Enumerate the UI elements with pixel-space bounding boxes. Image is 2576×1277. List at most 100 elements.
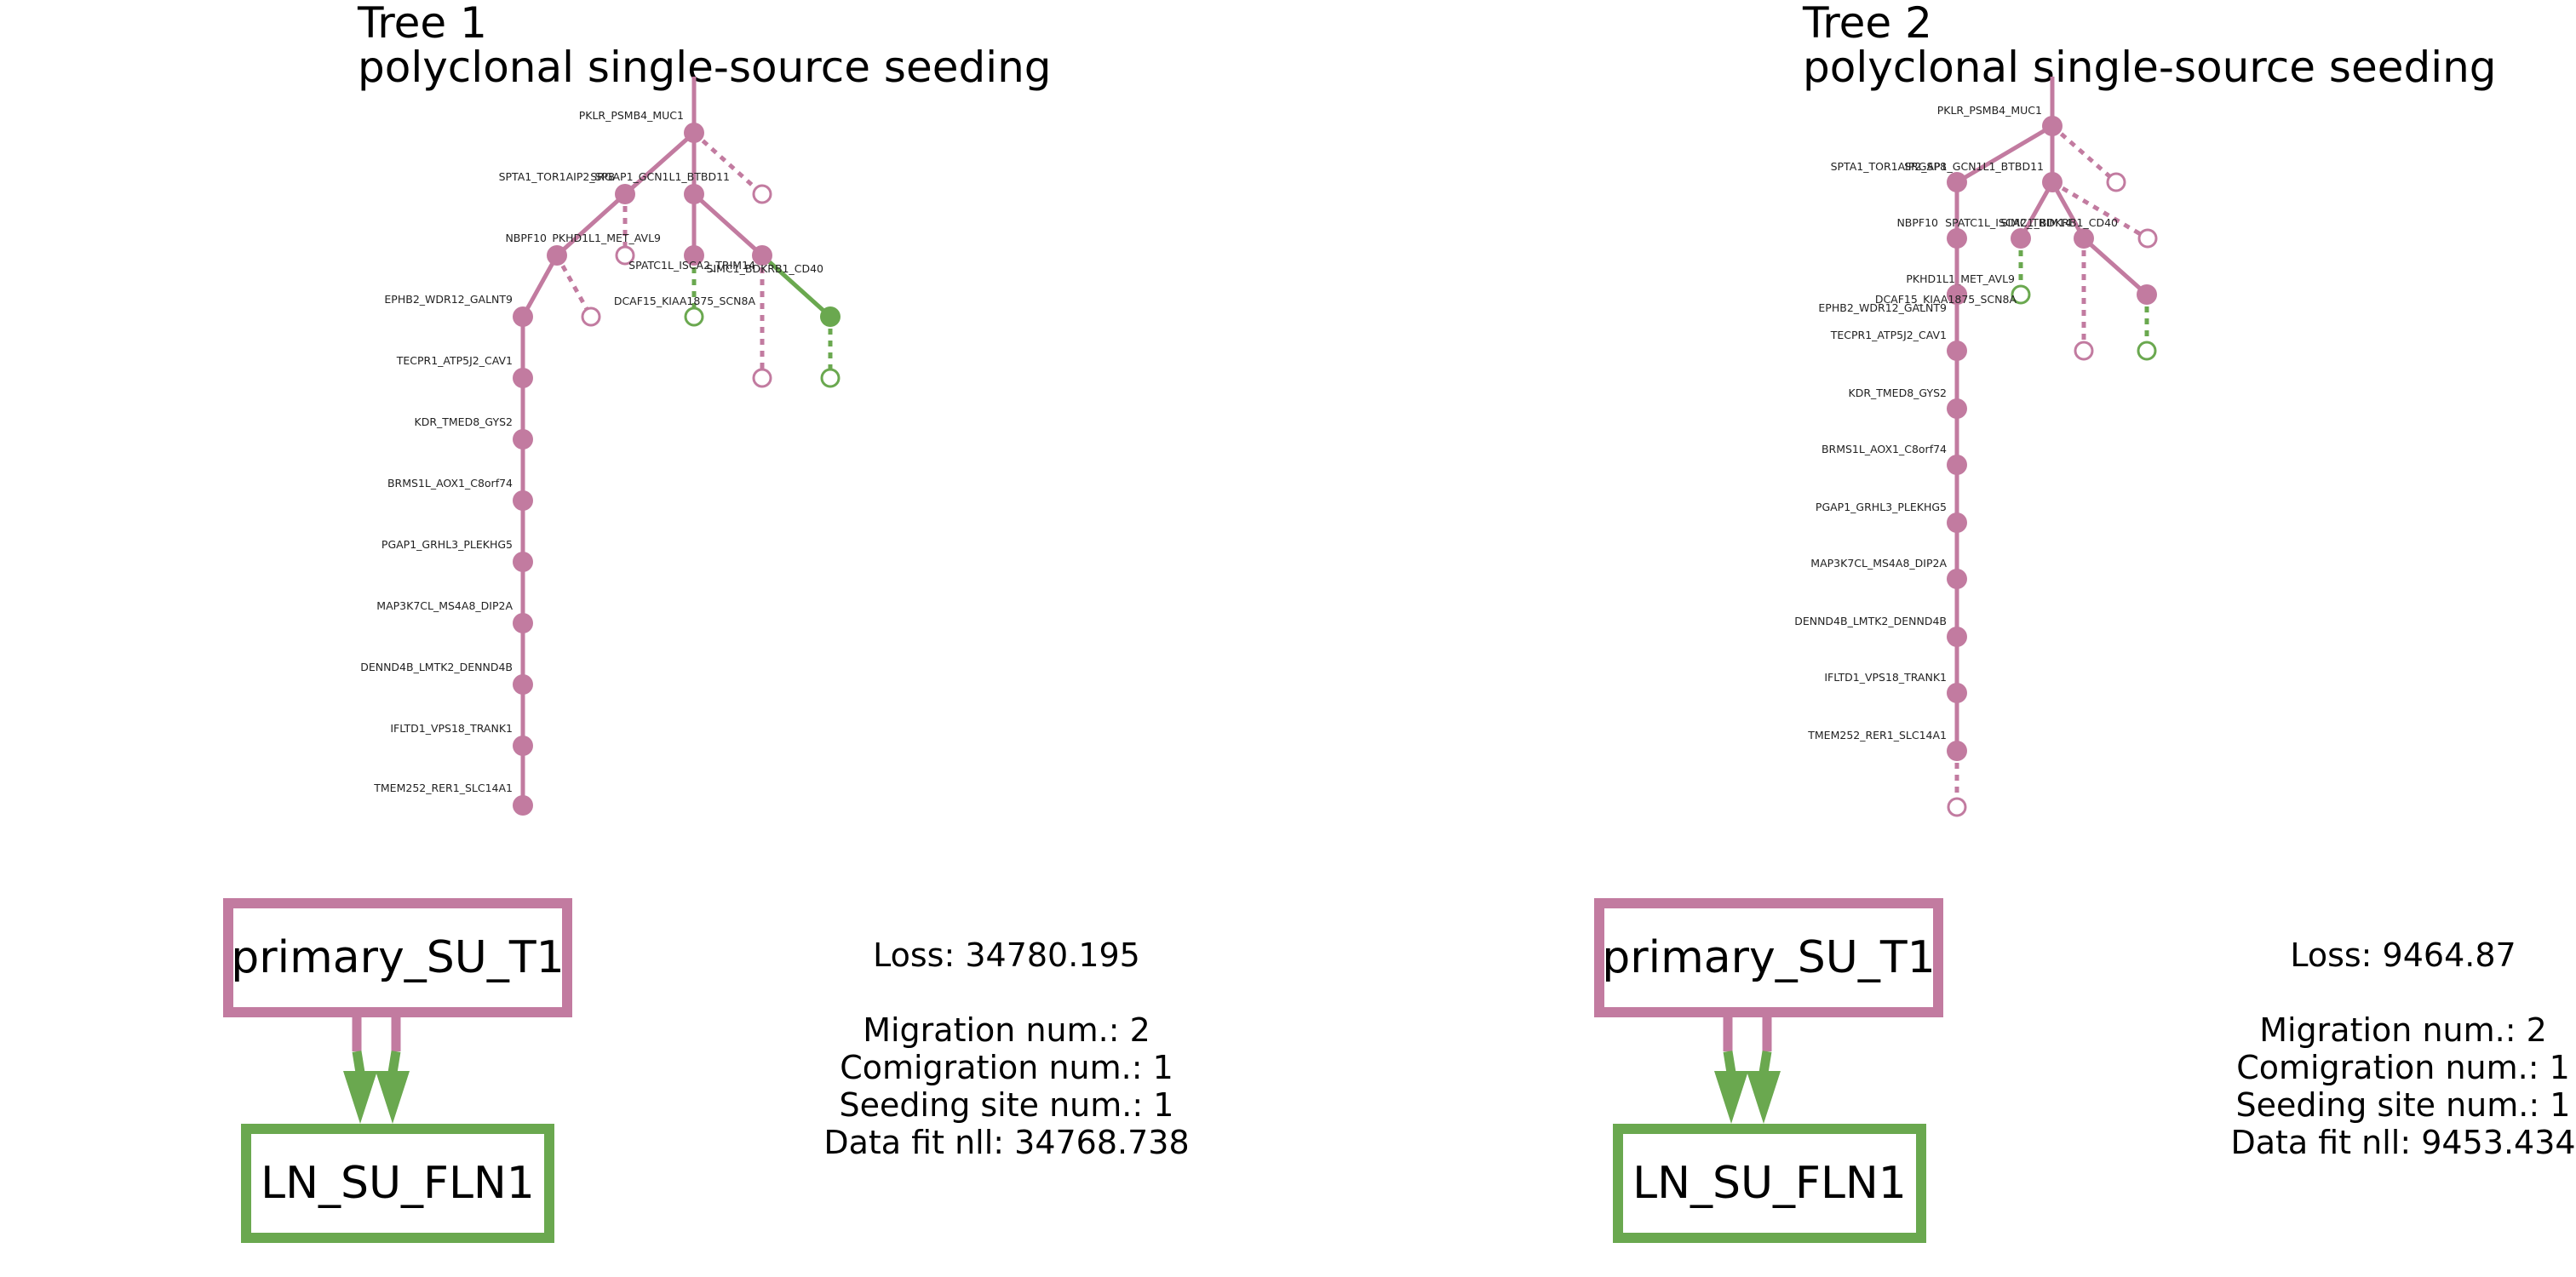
- node-label: SPTA1_TOR1AIP2_SP8: [1831, 160, 1947, 173]
- metastasis-site-label: LN_SU_FLN1: [1632, 1158, 1907, 1209]
- loss-value: Loss: 34780.195: [873, 936, 1140, 974]
- migration-edge: [352, 1051, 365, 1074]
- leaf-node: [1947, 797, 1967, 817]
- tree-stats: Loss: 34780.195 Migration num.: 2 Comigr…: [823, 936, 1189, 1161]
- metastasis-site-node: LN_SU_FLN1: [1613, 1124, 1926, 1243]
- migration-edge: [1758, 1051, 1772, 1074]
- loss-value: Loss: 9464.87: [2290, 936, 2516, 974]
- node-label: EPHB2_WDR12_GALNT9: [1818, 301, 1947, 314]
- clone-node: [1947, 569, 1967, 589]
- node-label: SPATC1L_ISCA2_TRIM14: [628, 259, 755, 272]
- tree-panel-1: Tree 1 polyclonal single-source seeding …: [0, 0, 1277, 1277]
- node-label: PKLR_PSMB4_MUC1: [1937, 104, 2042, 117]
- tree-edge: [2050, 180, 2086, 240]
- clone-node: [513, 674, 533, 695]
- migration-edge: [387, 1051, 401, 1074]
- leaf-node: [2011, 284, 2031, 305]
- node-label: SPATC1L_ISCA2_TRIM14: [1945, 216, 2072, 229]
- clone-node: [2011, 228, 2031, 249]
- clone-node: [1947, 398, 1967, 419]
- clone-node: [684, 245, 704, 266]
- tree-edge: [692, 192, 764, 257]
- node-label: DENND4B_LMTK2_DENND4B: [360, 661, 513, 673]
- leaf-node: [615, 245, 635, 266]
- node-label: DCAF15_KIAA1875_SCN8A: [1875, 293, 2017, 306]
- node-label: KDR_TMED8_GYS2: [415, 415, 513, 428]
- tree-title: Tree 1: [358, 0, 487, 48]
- clone-node: [684, 184, 704, 204]
- clone-node: [2137, 284, 2157, 305]
- node-label: PGAP1_GRHL3_PLEKHG5: [382, 538, 513, 551]
- node-label: PKHD1L1_MET_AVL9: [1906, 272, 2015, 285]
- clone-node: [615, 184, 635, 204]
- clone-node: [513, 429, 533, 450]
- clone-node: [1947, 172, 1967, 192]
- clone-node: [820, 306, 840, 327]
- node-label: PKLR_PSMB4_MUC1: [579, 109, 684, 122]
- node-label: TMEM252_RER1_SLC14A1: [373, 782, 513, 794]
- leaf-node: [2106, 172, 2126, 192]
- clone-node: [2042, 172, 2063, 192]
- tree-edge: [692, 131, 764, 196]
- tree-stats: Loss: 9464.87 Migration num.: 2 Comigrat…: [2230, 936, 2575, 1161]
- clone-node: [513, 552, 533, 572]
- tree-edge: [2051, 124, 2118, 184]
- comigration-number: Comigration num.: 1: [2236, 1049, 2570, 1086]
- node-label: SRGAP1_GCN1L1_BTBD11: [1904, 160, 2044, 173]
- node-label: TMEM252_RER1_SLC14A1: [1807, 729, 1947, 742]
- leaf-node: [820, 368, 840, 388]
- node-label: NBPF10: [1896, 216, 1938, 229]
- data-fit-nll: Data fit nll: 9453.434: [2230, 1124, 2576, 1161]
- clone-node: [684, 123, 704, 143]
- primary-site-node: primary_SU_T1: [223, 898, 572, 1017]
- node-label: SPTA1_TOR1AIP2_SP8: [499, 170, 615, 183]
- leaf-node: [684, 306, 704, 327]
- primary-site-node: primary_SU_T1: [1594, 898, 1943, 1017]
- clone-node: [2042, 116, 2063, 136]
- node-label: IFLTD1_VPS18_TRANK1: [390, 722, 513, 735]
- node-label: SIMC1_BDKRB1_CD40: [2001, 216, 2119, 229]
- node-label: PGAP1_GRHL3_PLEKHG5: [1816, 501, 1947, 513]
- node-label: SIMC1_BDKRB1_CD40: [707, 262, 824, 275]
- clone-node: [2074, 228, 2094, 249]
- node-label: TECPR1_ATP5J2_CAV1: [396, 354, 513, 367]
- clone-node: [1947, 228, 1967, 249]
- clone-node: [513, 306, 533, 327]
- tree-edge: [623, 131, 696, 196]
- clone-tree: PKLR_PSMB4_MUC1SPTA1_TOR1AIP2_SP8SRGAP1_…: [360, 77, 840, 816]
- tree-edge: [760, 254, 832, 318]
- migration-arrows: [343, 1017, 410, 1124]
- node-label: KDR_TMED8_GYS2: [1849, 387, 1948, 399]
- clone-node: [752, 245, 772, 266]
- node-label: DCAF15_KIAA1875_SCN8A: [614, 295, 756, 307]
- leaf-node: [2074, 341, 2094, 361]
- metastasis-site-label: LN_SU_FLN1: [261, 1158, 535, 1209]
- clone-node: [1947, 513, 1967, 533]
- tree-edge: [1955, 123, 2054, 185]
- clone-node: [513, 613, 533, 633]
- migration-edge: [1723, 1051, 1736, 1074]
- node-label: MAP3K7CL_MS4A8_DIP2A: [376, 599, 513, 612]
- tree-edge: [555, 192, 627, 257]
- clone-node: [1947, 284, 1967, 305]
- migration-arrowhead: [1714, 1071, 1748, 1124]
- node-label: MAP3K7CL_MS4A8_DIP2A: [1810, 557, 1947, 570]
- node-label: IFLTD1_VPS18_TRANK1: [1824, 671, 1947, 684]
- clone-node: [1947, 627, 1967, 647]
- node-label: PKHD1L1_MET_AVL9: [552, 232, 661, 244]
- clone-tree: PKLR_PSMB4_MUC1SPTA1_TOR1AIP2_SP8SRGAP1_…: [1794, 77, 2158, 817]
- node-label: SRGAP1_GCN1L1_BTBD11: [590, 170, 730, 183]
- clone-node: [1947, 341, 1967, 361]
- comigration-number: Comigration num.: 1: [840, 1049, 1173, 1086]
- migration-arrowhead: [343, 1071, 377, 1124]
- leaf-node: [2137, 341, 2157, 361]
- node-label: BRMS1L_AOX1_C8orf74: [1822, 443, 1947, 455]
- tree-title: Tree 2: [1803, 0, 1932, 48]
- clone-node: [1947, 455, 1967, 475]
- clone-node: [547, 245, 567, 266]
- migration-arrowhead: [376, 1071, 410, 1124]
- clone-node: [513, 490, 533, 511]
- leaf-node: [752, 184, 772, 204]
- leaf-node: [2137, 228, 2158, 249]
- migration-arrowhead: [1747, 1071, 1781, 1124]
